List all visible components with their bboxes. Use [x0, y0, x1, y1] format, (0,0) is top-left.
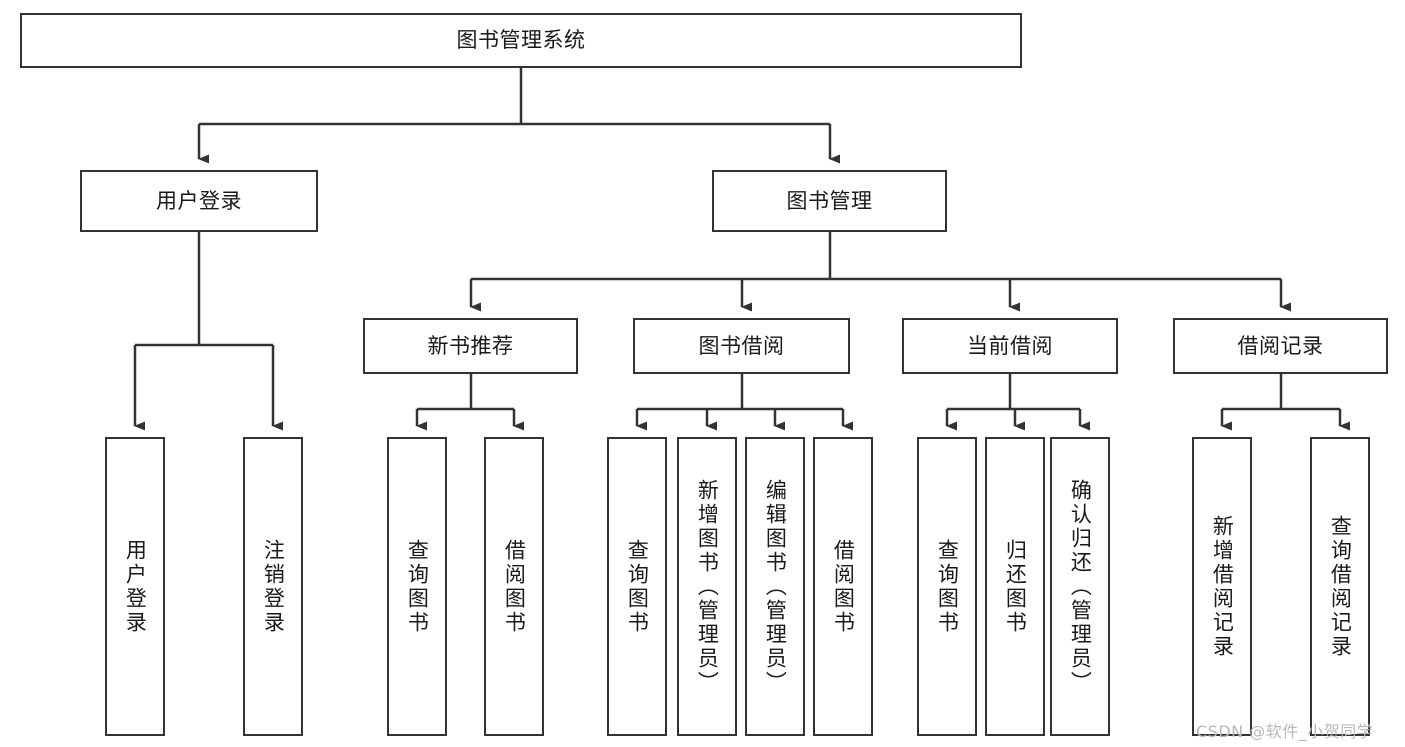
node-current-borrow[interactable]: 当前借阅 [902, 318, 1118, 374]
node-leaf-query-book-rec[interactable]: 查询图书 [387, 437, 447, 736]
node-label-user-login: 用户登录 [156, 188, 242, 213]
node-book-borrow[interactable]: 图书借阅 [633, 318, 850, 374]
node-leaf-return-book[interactable]: 归还图书 [985, 437, 1045, 736]
edges-group [133, 68, 1350, 431]
node-label-leaf-confirm-return: 确认归还（管理员） [1068, 478, 1093, 695]
node-label-book-manage: 图书管理 [786, 188, 873, 213]
node-label-leaf-user-login: 用户登录 [123, 538, 148, 635]
node-leaf-edit-book[interactable]: 编辑图书（管理员） [745, 437, 805, 736]
node-new-book-rec[interactable]: 新书推荐 [363, 318, 578, 374]
node-label-new-book-rec: 新书推荐 [427, 333, 514, 358]
node-leaf-confirm-return[interactable]: 确认归还（管理员） [1050, 437, 1110, 736]
node-label-leaf-query-book-rec: 查询图书 [405, 538, 430, 635]
node-label-leaf-logout: 注销登录 [261, 538, 286, 635]
node-label-leaf-add-record: 新增借阅记录 [1210, 514, 1235, 659]
node-label-current-borrow: 当前借阅 [967, 333, 1053, 358]
node-label-leaf-add-book: 新增图书（管理员） [695, 478, 720, 695]
node-label-leaf-return-book: 归还图书 [1003, 538, 1028, 635]
node-label-leaf-borrow-book: 借阅图书 [831, 538, 856, 635]
node-label-borrow-record: 借阅记录 [1237, 333, 1324, 358]
node-leaf-borrow-book[interactable]: 借阅图书 [813, 437, 873, 736]
node-label-leaf-query-record: 查询借阅记录 [1328, 514, 1353, 659]
node-label-book-borrow: 图书借阅 [698, 333, 785, 358]
node-leaf-add-record[interactable]: 新增借阅记录 [1192, 437, 1252, 736]
node-leaf-query-book[interactable]: 查询图书 [607, 437, 667, 736]
node-leaf-add-book[interactable]: 新增图书（管理员） [677, 437, 737, 736]
node-borrow-record[interactable]: 借阅记录 [1173, 318, 1388, 374]
node-leaf-user-login[interactable]: 用户登录 [105, 437, 165, 736]
node-user-login[interactable]: 用户登录 [80, 170, 318, 232]
node-leaf-borrow-book-rec[interactable]: 借阅图书 [484, 437, 544, 736]
node-leaf-query-record[interactable]: 查询借阅记录 [1310, 437, 1370, 736]
node-leaf-logout[interactable]: 注销登录 [243, 437, 303, 736]
node-label-root: 图书管理系统 [456, 28, 586, 53]
node-root[interactable]: 图书管理系统 [20, 13, 1022, 68]
node-label-leaf-borrow-book-rec: 借阅图书 [502, 538, 527, 635]
node-label-leaf-edit-book: 编辑图书（管理员） [763, 478, 788, 695]
node-book-manage[interactable]: 图书管理 [712, 170, 947, 232]
node-label-leaf-query-book-cur: 查询图书 [935, 538, 960, 635]
node-label-leaf-query-book: 查询图书 [625, 538, 650, 635]
node-leaf-query-book-cur[interactable]: 查询图书 [917, 437, 977, 736]
